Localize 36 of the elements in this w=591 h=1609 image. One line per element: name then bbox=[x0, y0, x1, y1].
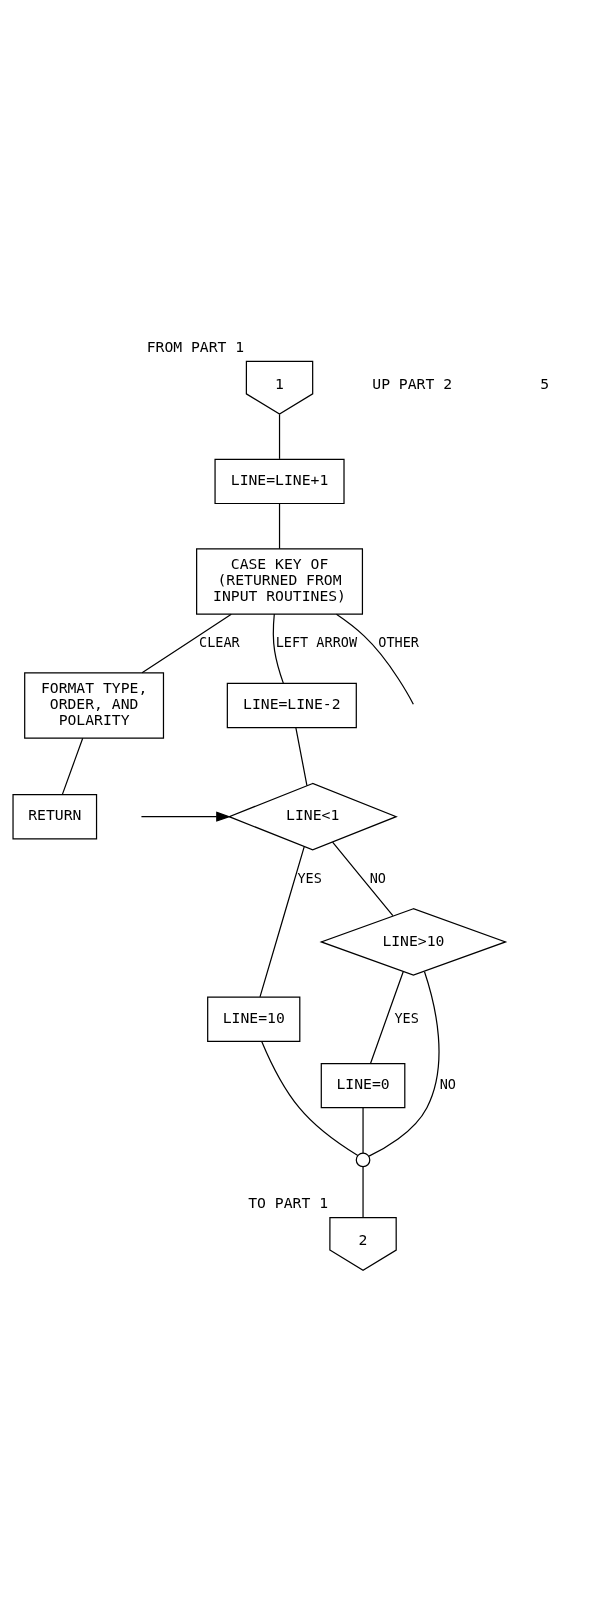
connector bbox=[261, 1040, 359, 1156]
edge-label: YES bbox=[394, 1009, 419, 1026]
edge-label: LEFT ARROW bbox=[275, 633, 358, 650]
edge-label: YES bbox=[297, 869, 322, 886]
edge-label: OTHER bbox=[378, 633, 419, 650]
edge-label: CLEAR bbox=[199, 633, 240, 650]
node-box: LINE=LINE+1 bbox=[214, 458, 345, 504]
node-box: CASE KEY OF (RETURNED FROM INPUT ROUTINES) bbox=[196, 547, 364, 615]
connector bbox=[370, 970, 404, 1064]
connector bbox=[272, 612, 284, 684]
connector bbox=[331, 841, 394, 916]
arrow bbox=[140, 811, 231, 822]
connector bbox=[335, 613, 414, 705]
connector bbox=[278, 502, 281, 549]
node-diamond: LINE>10 bbox=[319, 907, 508, 976]
connector bbox=[362, 1165, 364, 1218]
node-box: LINE=0 bbox=[320, 1062, 406, 1108]
connector bbox=[141, 613, 232, 673]
connector bbox=[259, 845, 305, 997]
label: UP PART 2 bbox=[372, 374, 453, 392]
connector bbox=[362, 1106, 364, 1154]
connector bbox=[295, 726, 308, 786]
connector bbox=[278, 413, 281, 459]
node-box: LINE=LINE-2 bbox=[226, 682, 357, 728]
label: 5 bbox=[540, 374, 550, 392]
node-diamond: LINE<1 bbox=[227, 782, 398, 850]
edge-label: NO bbox=[439, 1075, 456, 1092]
node-box: LINE=10 bbox=[207, 996, 301, 1042]
node-label: TO PART 1 bbox=[248, 1193, 329, 1211]
node-box: RETURN bbox=[12, 793, 98, 839]
connector bbox=[368, 970, 440, 1157]
node-circle bbox=[355, 1152, 371, 1167]
connector bbox=[61, 737, 84, 795]
node-label: FROM PART 1 bbox=[146, 337, 245, 355]
node-box: FORMAT TYPE, ORDER, AND POLARITY bbox=[24, 671, 165, 739]
edge-label: NO bbox=[369, 869, 386, 886]
